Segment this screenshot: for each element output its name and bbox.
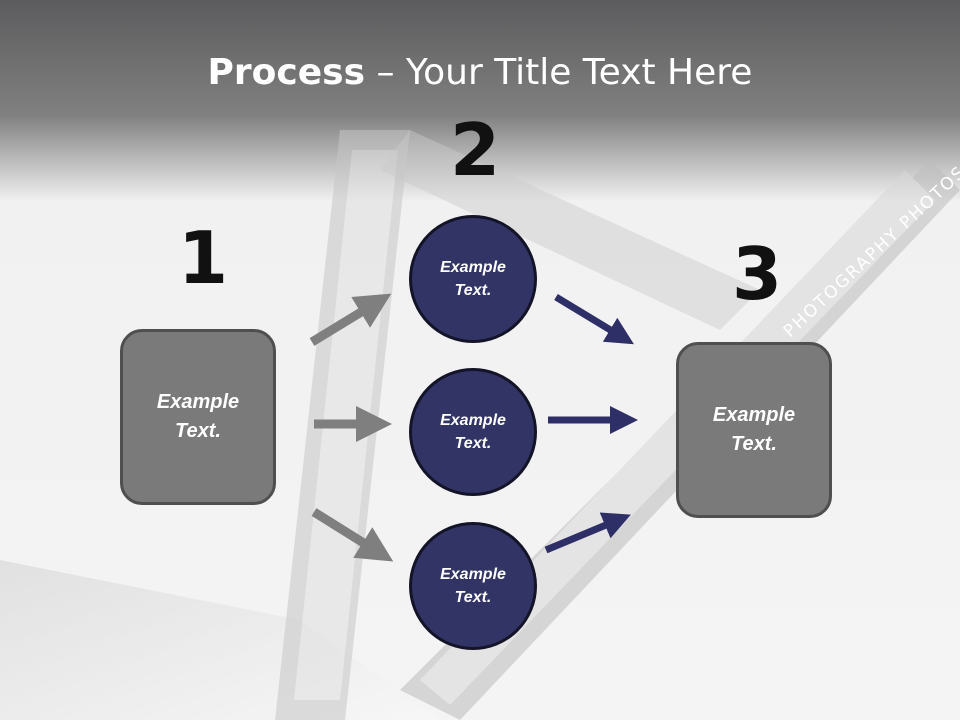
title-bold: Process: [207, 52, 366, 93]
circle-bottom: Example Text.: [409, 522, 537, 650]
right-box-line2: Text.: [731, 433, 777, 455]
right-box-line1: Example: [712, 404, 796, 426]
film-strip-top: [380, 130, 760, 330]
circle-bottom-line1: Example: [440, 566, 506, 583]
step-number-3: 3: [732, 232, 783, 316]
circle-bottom-line2: Text.: [454, 589, 492, 606]
circle-middle-line2: Text.: [454, 435, 492, 452]
circle-middle: Example Text.: [409, 368, 537, 496]
step-number-2: 2: [450, 108, 501, 192]
circle-middle-line1: Example: [440, 412, 506, 429]
left-box: Example Text.: [120, 329, 276, 505]
step-number-1: 1: [178, 216, 229, 300]
circle-top: Example Text.: [409, 215, 537, 343]
left-box-line2: Text.: [175, 420, 221, 442]
title-rest: – Your Title Text Here: [365, 52, 753, 93]
left-box-line1: Example: [156, 391, 240, 413]
right-box: Example Text.: [676, 342, 832, 518]
page-title: Process – Your Title Text Here: [0, 52, 960, 93]
circle-top-line1: Example: [440, 259, 506, 276]
circle-top-line2: Text.: [454, 282, 492, 299]
